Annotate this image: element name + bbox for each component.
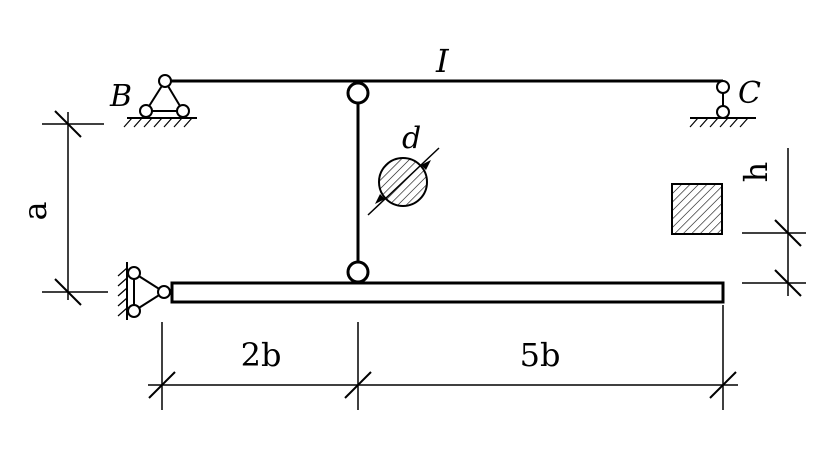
circular-section — [367, 147, 440, 216]
support-c-label: C — [738, 76, 761, 111]
dimension-h — [742, 148, 806, 297]
dimension-a — [42, 110, 108, 306]
span-left-label: 2b — [241, 336, 282, 374]
rod-bottom-hinge — [346, 260, 370, 284]
lower-beam — [170, 281, 725, 304]
dimension-span — [148, 305, 738, 410]
span-right-label: 5b — [520, 336, 561, 374]
upper-beam-label: I — [435, 42, 450, 80]
support-b-label: B — [109, 79, 132, 114]
rod-top-hinge — [346, 81, 370, 105]
dimension-a-label: a — [16, 201, 54, 220]
support-c — [689, 80, 756, 128]
support-lower-left — [117, 262, 171, 320]
square-section — [671, 183, 723, 235]
rod-diameter-label: d — [402, 121, 421, 156]
dimension-h-label: h — [737, 162, 775, 183]
support-b — [123, 74, 197, 128]
